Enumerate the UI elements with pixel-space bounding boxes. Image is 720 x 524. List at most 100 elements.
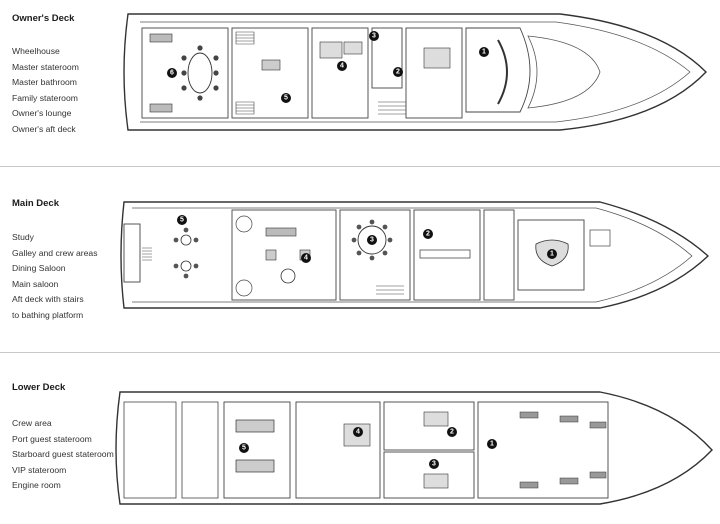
legend-item: Master stateroom [12, 61, 79, 72]
desk [589, 229, 611, 247]
legend-item: Aft deck with stairs [12, 294, 84, 304]
coffee-table [280, 268, 296, 284]
legend-item: Engine room [12, 480, 61, 490]
svg-text:3: 3 [370, 237, 374, 244]
lower-deck-plan: 1 2 3 4 5 [115, 391, 713, 505]
room-marker: 2 [447, 427, 457, 437]
dining-saloon-area [339, 209, 411, 301]
hull-outline [115, 391, 713, 505]
engine [235, 419, 275, 433]
legend-item: Study [12, 232, 34, 242]
svg-text:2: 2 [426, 231, 430, 238]
tank [181, 401, 219, 499]
deck-title: Lower Deck [12, 382, 66, 393]
svg-text:4: 4 [356, 429, 360, 436]
chairs [181, 45, 219, 101]
master-stateroom-area [405, 27, 463, 119]
round-table [180, 234, 192, 246]
svg-text:4: 4 [340, 63, 344, 70]
aft-deck-area [141, 27, 229, 119]
deck-divider [0, 352, 720, 353]
engine-room-area [223, 401, 291, 499]
svg-text:5: 5 [284, 95, 288, 102]
legend-item: Dining Saloon [12, 263, 66, 273]
room-marker: 3 [367, 235, 377, 245]
deck-divider [0, 166, 720, 167]
legend-item: Owner's aft deck [12, 123, 76, 134]
stairs [376, 285, 404, 295]
legend-item: Galley and crew areas [12, 247, 98, 258]
bed [343, 41, 363, 55]
legend-item: Wheelhouse [12, 46, 60, 56]
stair-spiral [235, 215, 253, 233]
room-marker: 5 [177, 215, 187, 225]
crew-area [477, 401, 609, 499]
legend-item: Master bathroom [12, 77, 77, 87]
legend-item: Family stateroom [12, 92, 78, 103]
sofa [149, 103, 173, 113]
desk [261, 59, 281, 71]
svg-text:3: 3 [432, 461, 436, 468]
room-marker: 5 [281, 93, 291, 103]
bed [319, 41, 343, 59]
room-marker: 3 [369, 31, 379, 41]
main-saloon-area [231, 209, 337, 301]
svg-text:3: 3 [372, 33, 376, 40]
room-marker: 6 [167, 68, 177, 78]
lower-deck-section: Lower Deck Crew area Port guest stateroo… [0, 372, 720, 524]
svg-text:1: 1 [482, 49, 486, 56]
room-legend: Wheelhouse Master stateroom Master bathr… [12, 44, 79, 137]
stairs [235, 101, 255, 115]
chairs [351, 219, 393, 261]
svg-text:2: 2 [450, 429, 454, 436]
sofa [149, 33, 173, 43]
deck-title: Owner's Deck [12, 13, 75, 24]
owners-lounge-area [231, 27, 309, 119]
engine [235, 459, 275, 473]
vip-stateroom-area [295, 401, 381, 499]
room-marker: 4 [353, 427, 363, 437]
room-legend: Crew area Port guest stateroom Starboard… [12, 416, 114, 494]
svg-text:1: 1 [550, 251, 554, 258]
svg-text:4: 4 [304, 255, 308, 262]
legend-item: Starboard guest stateroom [12, 449, 114, 459]
console [497, 39, 508, 105]
room-marker: 4 [337, 61, 347, 71]
lazarette [123, 401, 177, 499]
counter [419, 249, 471, 259]
main-deck-section: Main Deck Study Galley and crew areas Di… [0, 190, 720, 350]
room-marker: 1 [547, 249, 557, 259]
legend-item: Main saloon [12, 278, 59, 289]
chairs [173, 227, 199, 279]
room-marker: 1 [479, 47, 489, 57]
hull-inner-line [140, 21, 691, 123]
wheelhouse-area [465, 27, 531, 113]
svg-text:2: 2 [396, 69, 400, 76]
legend-item: Owner's lounge [12, 108, 72, 118]
foredeck-window [527, 35, 601, 109]
room-marker: 3 [429, 459, 439, 469]
svg-text:5: 5 [242, 445, 246, 452]
room-legend: Study Galley and crew areas Dining Saloo… [12, 230, 98, 323]
legend-item: Port guest stateroom [12, 433, 92, 444]
room-marker: 4 [301, 253, 311, 263]
stairs [378, 101, 406, 115]
hull-outline [120, 201, 710, 309]
port-stateroom-area [383, 451, 475, 499]
legend-item: Crew area [12, 418, 52, 428]
owners-deck-section: Owner's Deck Wheelhouse Master stateroom… [0, 0, 720, 160]
hull-inner-line [132, 207, 693, 303]
legend-item: VIP stateroom [12, 464, 67, 475]
galley-area [413, 209, 481, 301]
hull-outline [123, 13, 707, 131]
bed [423, 47, 451, 69]
sofa [265, 227, 297, 237]
study-area [517, 219, 585, 291]
armchair [265, 249, 277, 261]
family-stateroom-area [311, 27, 369, 119]
starboard-stateroom-area [383, 401, 475, 451]
dining-table [187, 52, 213, 94]
legend-item: to bathing platform [12, 309, 84, 320]
bathing-platform [123, 223, 141, 283]
owners-deck-plan: 1 2 3 4 5 6 [123, 13, 707, 131]
